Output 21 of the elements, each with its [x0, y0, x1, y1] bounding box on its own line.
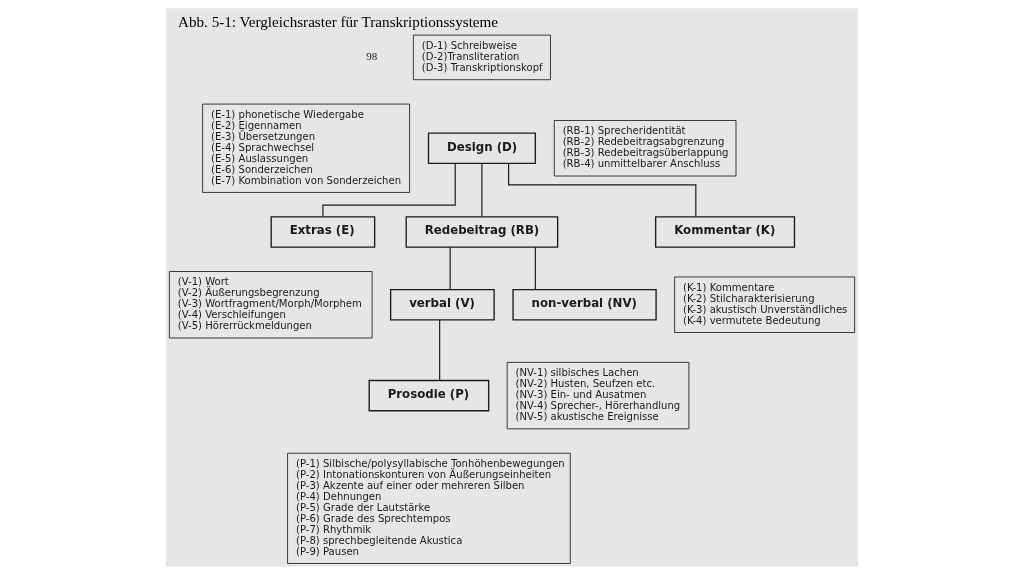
node-box: Redebeitrag (RB) [405, 216, 558, 248]
node-box: (V-1) Wort (V-2) Äußerungsbegrenzung (V-3) Wortfragment/Morph/Morphem (V-4) Verschleifungen (V-5) Hörerrückmeldungen [168, 271, 373, 339]
connector [449, 246, 451, 291]
node-box: non-verbal (NV) [511, 288, 657, 321]
node-box: Design (D) [427, 132, 536, 165]
connector [480, 162, 482, 218]
node-box: (D-1) Schreibweise (D-2)Transliteration (D-3) Transkriptionskopf [412, 34, 551, 81]
node-box: (E-1) phonetische Wiedergabe (E-2) Eigennamen (E-3) Übersetzungen (E-4) Sprachwechsel (E-5) Auslassungen (E-6) Sonderzeichen (E-7) Kombination von Sonderzeichen [201, 103, 410, 193]
node-box: (NV-1) silbisches Lachen (NV-2) Husten, Seufzen etc. (NV-3) Ein- und Ausatmen (NV-4) Sprecher-, Hörerhandlung (NV-5) akustische Ereignisse [506, 361, 689, 430]
node-box: Prosodie (P) [368, 379, 489, 412]
node-box: Extras (E) [270, 216, 375, 248]
connector [534, 246, 536, 291]
node-box: Kommentar (K) [654, 216, 795, 248]
node-box: (K-1) Kommentare (K-2) Stilcharakterisierung (K-3) akustisch Unverständliches (K-4) vermutete Bedeutung [673, 276, 855, 333]
node-box: verbal (V) [389, 288, 495, 321]
diagram-title: Abb. 5-1: Vergleichsraster für Transkriptionssysteme [177, 14, 498, 31]
node-box: (RB-1) Sprecheridentität (RB-2) Redebeitragsabgrenzung (RB-3) Redebeitragsüberlappung (RB-4) unmittelbarer Anschluss [553, 120, 736, 177]
node-box: (P-1) Silbische/polysyllabische Tonhöhenbewegungen (P-2) Intonationskonturen von Äußerungseinheiten (P-3) Akzente auf einer oder mehreren Silben (P-4) Dehnungen (P-5) Grade der Lautstärke (P-6) Grade des Sprechtempos (P-7) Rhythmik (P-8) sprechbegleitende Akustica (P-9) Pausen [286, 452, 571, 564]
connector [507, 162, 696, 218]
label: 98 [365, 50, 377, 63]
connector [438, 319, 440, 382]
